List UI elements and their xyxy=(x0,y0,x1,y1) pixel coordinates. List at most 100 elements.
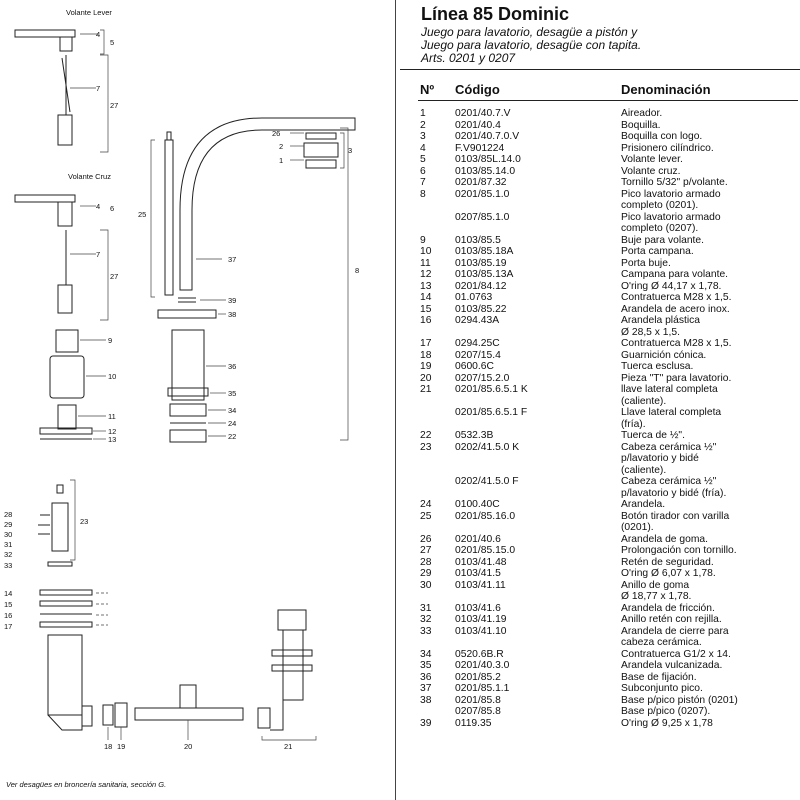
part-description: Pico lavatorio armado completo (0207). xyxy=(621,211,721,235)
part-number: 16 xyxy=(420,315,432,326)
part-number: 24 xyxy=(420,499,432,510)
part-number: 9 xyxy=(420,234,426,246)
part-description: Arandela vulcanizada. xyxy=(621,660,723,671)
part-number: 32 xyxy=(420,614,432,625)
callout-3: 3 xyxy=(348,146,353,155)
part-number: 13 xyxy=(420,280,432,292)
callout-25: 25 xyxy=(138,210,147,219)
part-number: 1 xyxy=(420,108,426,119)
part-description: Porta campana. xyxy=(621,246,694,257)
part-description: Tuerca esclusa. xyxy=(621,361,694,372)
callout-24: 24 xyxy=(228,419,237,428)
part-number: 30 xyxy=(420,579,432,591)
part-number: 15 xyxy=(420,303,432,315)
part-number: 35 xyxy=(420,660,432,671)
part-code: 0103/41.5 xyxy=(455,568,501,579)
part-code: 0207/15.2.0 xyxy=(455,372,510,384)
part-number: 12 xyxy=(420,269,432,280)
callout-30: 30 xyxy=(4,530,13,539)
part-code: 0201/85.2 xyxy=(455,671,501,683)
callout-10: 10 xyxy=(108,372,117,381)
part-description: Arandela de fricción. xyxy=(621,602,715,614)
callout-35: 35 xyxy=(228,389,237,398)
part-code: 0202/41.5.0 F xyxy=(455,476,519,487)
callout-5: 5 xyxy=(110,38,115,47)
part-code: 0103/85.19 xyxy=(455,257,507,269)
part-number: 7 xyxy=(420,177,426,188)
callout-21: 21 xyxy=(284,742,293,751)
part-code: 0103/41.6 xyxy=(455,602,501,614)
column-header-code: Código xyxy=(455,82,500,97)
column-header-num: Nº xyxy=(420,82,435,97)
part-code: 0103/41.11 xyxy=(455,579,506,591)
part-description: Arandela plástica Ø 28,5 x 1,5. xyxy=(621,315,700,338)
section-label-cruz: Volante Cruz xyxy=(68,172,111,181)
part-description: O'ring Ø 44,17 x 1,78. xyxy=(621,280,722,292)
parts-list-panel: Línea 85 Dominic Juego para lavatorio, d… xyxy=(400,0,800,800)
callout-33: 33 xyxy=(4,561,13,570)
part-code: 0103/41.19 xyxy=(455,614,507,625)
part-description: Arandela de cierre para cabeza cerámica. xyxy=(621,625,729,649)
part-description: Volante cruz. xyxy=(621,165,681,177)
part-code: F.V901224 xyxy=(455,142,505,154)
part-number: 26 xyxy=(420,533,432,545)
part-code: 0201/85.1.0 xyxy=(455,188,510,200)
callout-8: 8 xyxy=(355,266,360,275)
callout-7: 7 xyxy=(96,84,101,93)
part-number: 19 xyxy=(420,361,432,372)
part-number: 21 xyxy=(420,384,432,395)
callout-15: 15 xyxy=(4,600,13,609)
callout-39: 39 xyxy=(228,296,237,305)
page-title: Línea 85 Dominic xyxy=(421,4,570,24)
part-code: 0207/85.1.0 xyxy=(455,211,510,223)
part-number: 37 xyxy=(420,683,432,694)
callout-27b: 27 xyxy=(110,272,119,281)
column-header-name: Denominación xyxy=(621,82,711,97)
part-description: Cabeza cerámica ½" p/lavatorio y bidé (c… xyxy=(621,441,717,476)
part-description: Boquilla con logo. xyxy=(621,131,703,142)
part-number: 6 xyxy=(420,165,426,177)
part-number: 31 xyxy=(420,602,432,614)
callout-6: 6 xyxy=(110,204,115,213)
callout-22: 22 xyxy=(228,432,237,441)
part-code: 0103/41.48 xyxy=(455,556,507,568)
callout-16: 16 xyxy=(4,611,13,620)
part-code: 0532.3B xyxy=(455,430,494,441)
parts-drawing xyxy=(14,29,356,741)
part-description: llave lateral completa (caliente). xyxy=(621,384,718,407)
callout-31: 31 xyxy=(4,540,13,549)
part-code: 0103/41.10 xyxy=(455,625,507,637)
part-code: 0103/85.14.0 xyxy=(455,165,516,177)
callout-4: 4 xyxy=(96,30,101,39)
part-code: 0294.25C xyxy=(455,338,500,349)
subtitle-line-1: Juego para lavatorio, desagüe a pistón y xyxy=(421,25,638,39)
part-number: 38 xyxy=(420,694,432,706)
table-header-rule xyxy=(418,100,798,101)
callout-13: 13 xyxy=(108,435,117,444)
diagram-caption: Ver desagües en broncería sanitaria, sec… xyxy=(6,780,167,789)
callout-36: 36 xyxy=(228,362,237,371)
part-code: 0103/85.22 xyxy=(455,303,507,315)
part-number: 36 xyxy=(420,671,432,683)
part-number: 20 xyxy=(420,372,432,384)
part-description: Aireador. xyxy=(621,108,663,119)
subtitle-line-3: Arts. 0201 y 0207 xyxy=(421,51,516,65)
part-description: Retén de seguridad. xyxy=(621,556,714,568)
part-description: Tornillo 5/32" p/volante. xyxy=(621,177,728,188)
part-description: Anillo retén con rejilla. xyxy=(621,614,722,625)
part-description: Guarnición cónica. xyxy=(621,349,707,361)
callout-20: 20 xyxy=(184,742,193,751)
